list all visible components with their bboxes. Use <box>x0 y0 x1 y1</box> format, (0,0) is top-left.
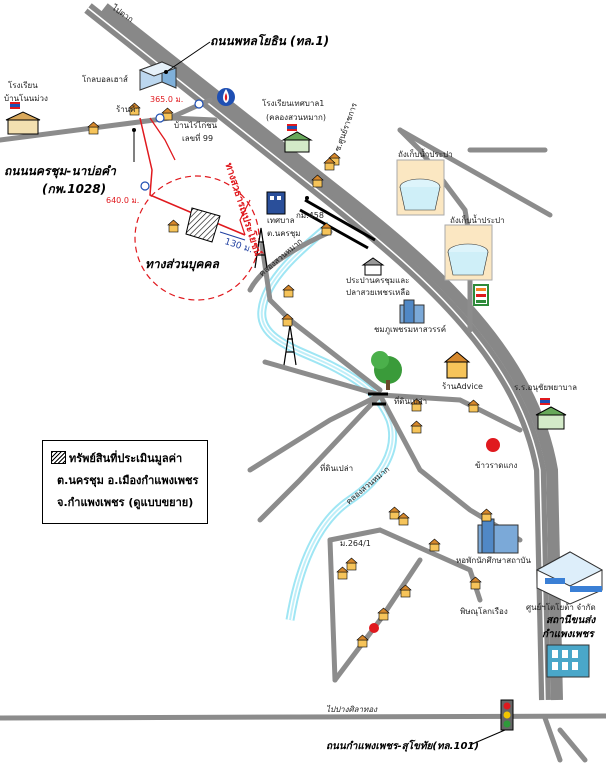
shop-advice-label: ร้านAdvice <box>442 382 483 391</box>
school-icon <box>5 102 41 135</box>
bus-station-icon <box>546 644 590 678</box>
seven-eleven-icon <box>473 284 489 306</box>
tire-shop-icon <box>369 623 379 633</box>
phahon-road-label: ถนนพหลโยธิน (ทล.1) <box>210 34 330 48</box>
tire-shop-label: พิษณุโลกเรือง <box>460 607 508 616</box>
bridge-icon <box>299 198 376 250</box>
water-tank-label-1: ถังเก็บน้ำประปา <box>398 150 453 159</box>
village-label: ม.264/1 <box>340 539 371 548</box>
traffic-light-icon <box>500 699 514 731</box>
legend-row-1: ทรัพย์สินที่ประเมินมูลค่า <box>51 451 182 464</box>
hatch-swatch <box>51 451 66 464</box>
rice-shop-label: ข้าวราดแกง <box>475 461 518 470</box>
empty-land-label-1: ที่ดินเปล่า <box>394 397 428 406</box>
empty-land-label-2: ที่ดินเปล่า <box>320 464 354 473</box>
water-office-icon <box>361 257 385 276</box>
private-way-label: ทางส่วนบุคคล <box>145 257 219 271</box>
school-icon <box>281 124 313 153</box>
house-name-label: บ้านไร่ไก่ชน <box>174 121 218 130</box>
water-office-label-1: ประปานครชุมและ <box>346 276 410 285</box>
car-center-label: ศูนย์ฯโตโยต้า จำกัด <box>526 603 596 612</box>
nakhon-chum-road-label-1: ถนนนครชุม-นาบ่อคำ <box>4 164 116 178</box>
shop-label: ร้านค้า <box>116 105 141 114</box>
bridge-icon <box>368 392 388 406</box>
municipal-office-icon <box>266 191 286 215</box>
legend-line-3: จ.กำแพงเพชร (ดูแบบขยาย) <box>57 496 194 509</box>
car-center-icon <box>535 551 604 605</box>
distance-365-label: 365.0 ม. <box>150 95 184 104</box>
distance-640-label: 640.0 ม. <box>106 196 140 205</box>
municipality-label-1: เทศบาล <box>267 216 295 225</box>
condo-label: หอพักนักศึกษาสถาบัน <box>456 556 531 565</box>
global-house-label: โกลบอลเฮาส์ <box>82 75 128 84</box>
water-tank-icon <box>396 159 445 216</box>
km-marker-label: กม.458 <box>296 211 324 220</box>
water-tank-icon <box>444 224 493 281</box>
bus-station-label-1: สถานีขนส่ง <box>546 615 596 626</box>
gas-station-icon <box>217 88 235 106</box>
house-icons <box>87 102 493 648</box>
school-icon <box>535 398 567 430</box>
bus-station-label-2: กำแพงเพชร <box>542 629 594 640</box>
kamphaeng-road-label: ถนนกำแพงเพชร-สุโขทัย(ทล.101) <box>326 741 479 752</box>
legend-line-2: ต.นครชุม อ.เมืองกำแพงเพชร <box>57 474 199 487</box>
marker-icons <box>140 99 204 191</box>
tree-icon <box>371 351 402 390</box>
global-house-icon <box>138 61 178 91</box>
hospital-label: ร.ร.อนุชัยพยาบาล <box>514 383 577 392</box>
municipality-label-2: ต.นครชุม <box>267 229 301 238</box>
highway-1 <box>84 3 563 701</box>
hotel-label: ชมภูเพชรมหาสวรรค์ <box>374 325 447 334</box>
shop-icon <box>443 351 471 379</box>
subject-parcel <box>185 207 221 243</box>
nakhon-chum-road-label-2: (กพ.1028) <box>42 182 107 196</box>
rice-shop-icon <box>486 438 500 452</box>
municipal-school-label-1: โรงเรียนเทศบาล1 <box>262 99 325 108</box>
to-pang-sila-label: ไปปางศิลาทอง <box>326 705 378 714</box>
house-number-label: เลขที่ 99 <box>182 134 214 143</box>
legend: ทรัพย์สินที่ประเมินมูลค่า ต.นครชุม อ.เมื… <box>42 440 208 524</box>
water-tank-label-2: ถังเก็บน้ำประปา <box>450 216 505 225</box>
water-office-label-2: ปลาสวยเพชรเหลือ <box>346 288 410 297</box>
building-icon <box>399 299 425 324</box>
school-label-2: บ้านโนนม่วง <box>4 94 48 103</box>
building-icon <box>477 518 519 554</box>
local-roads <box>0 97 606 763</box>
school-label-1: โรงเรียน <box>8 81 38 90</box>
legend-line-1: ทรัพย์สินที่ประเมินมูลค่า <box>69 452 183 465</box>
municipal-school-label-2: (คลองสวนหมาก) <box>266 113 326 122</box>
